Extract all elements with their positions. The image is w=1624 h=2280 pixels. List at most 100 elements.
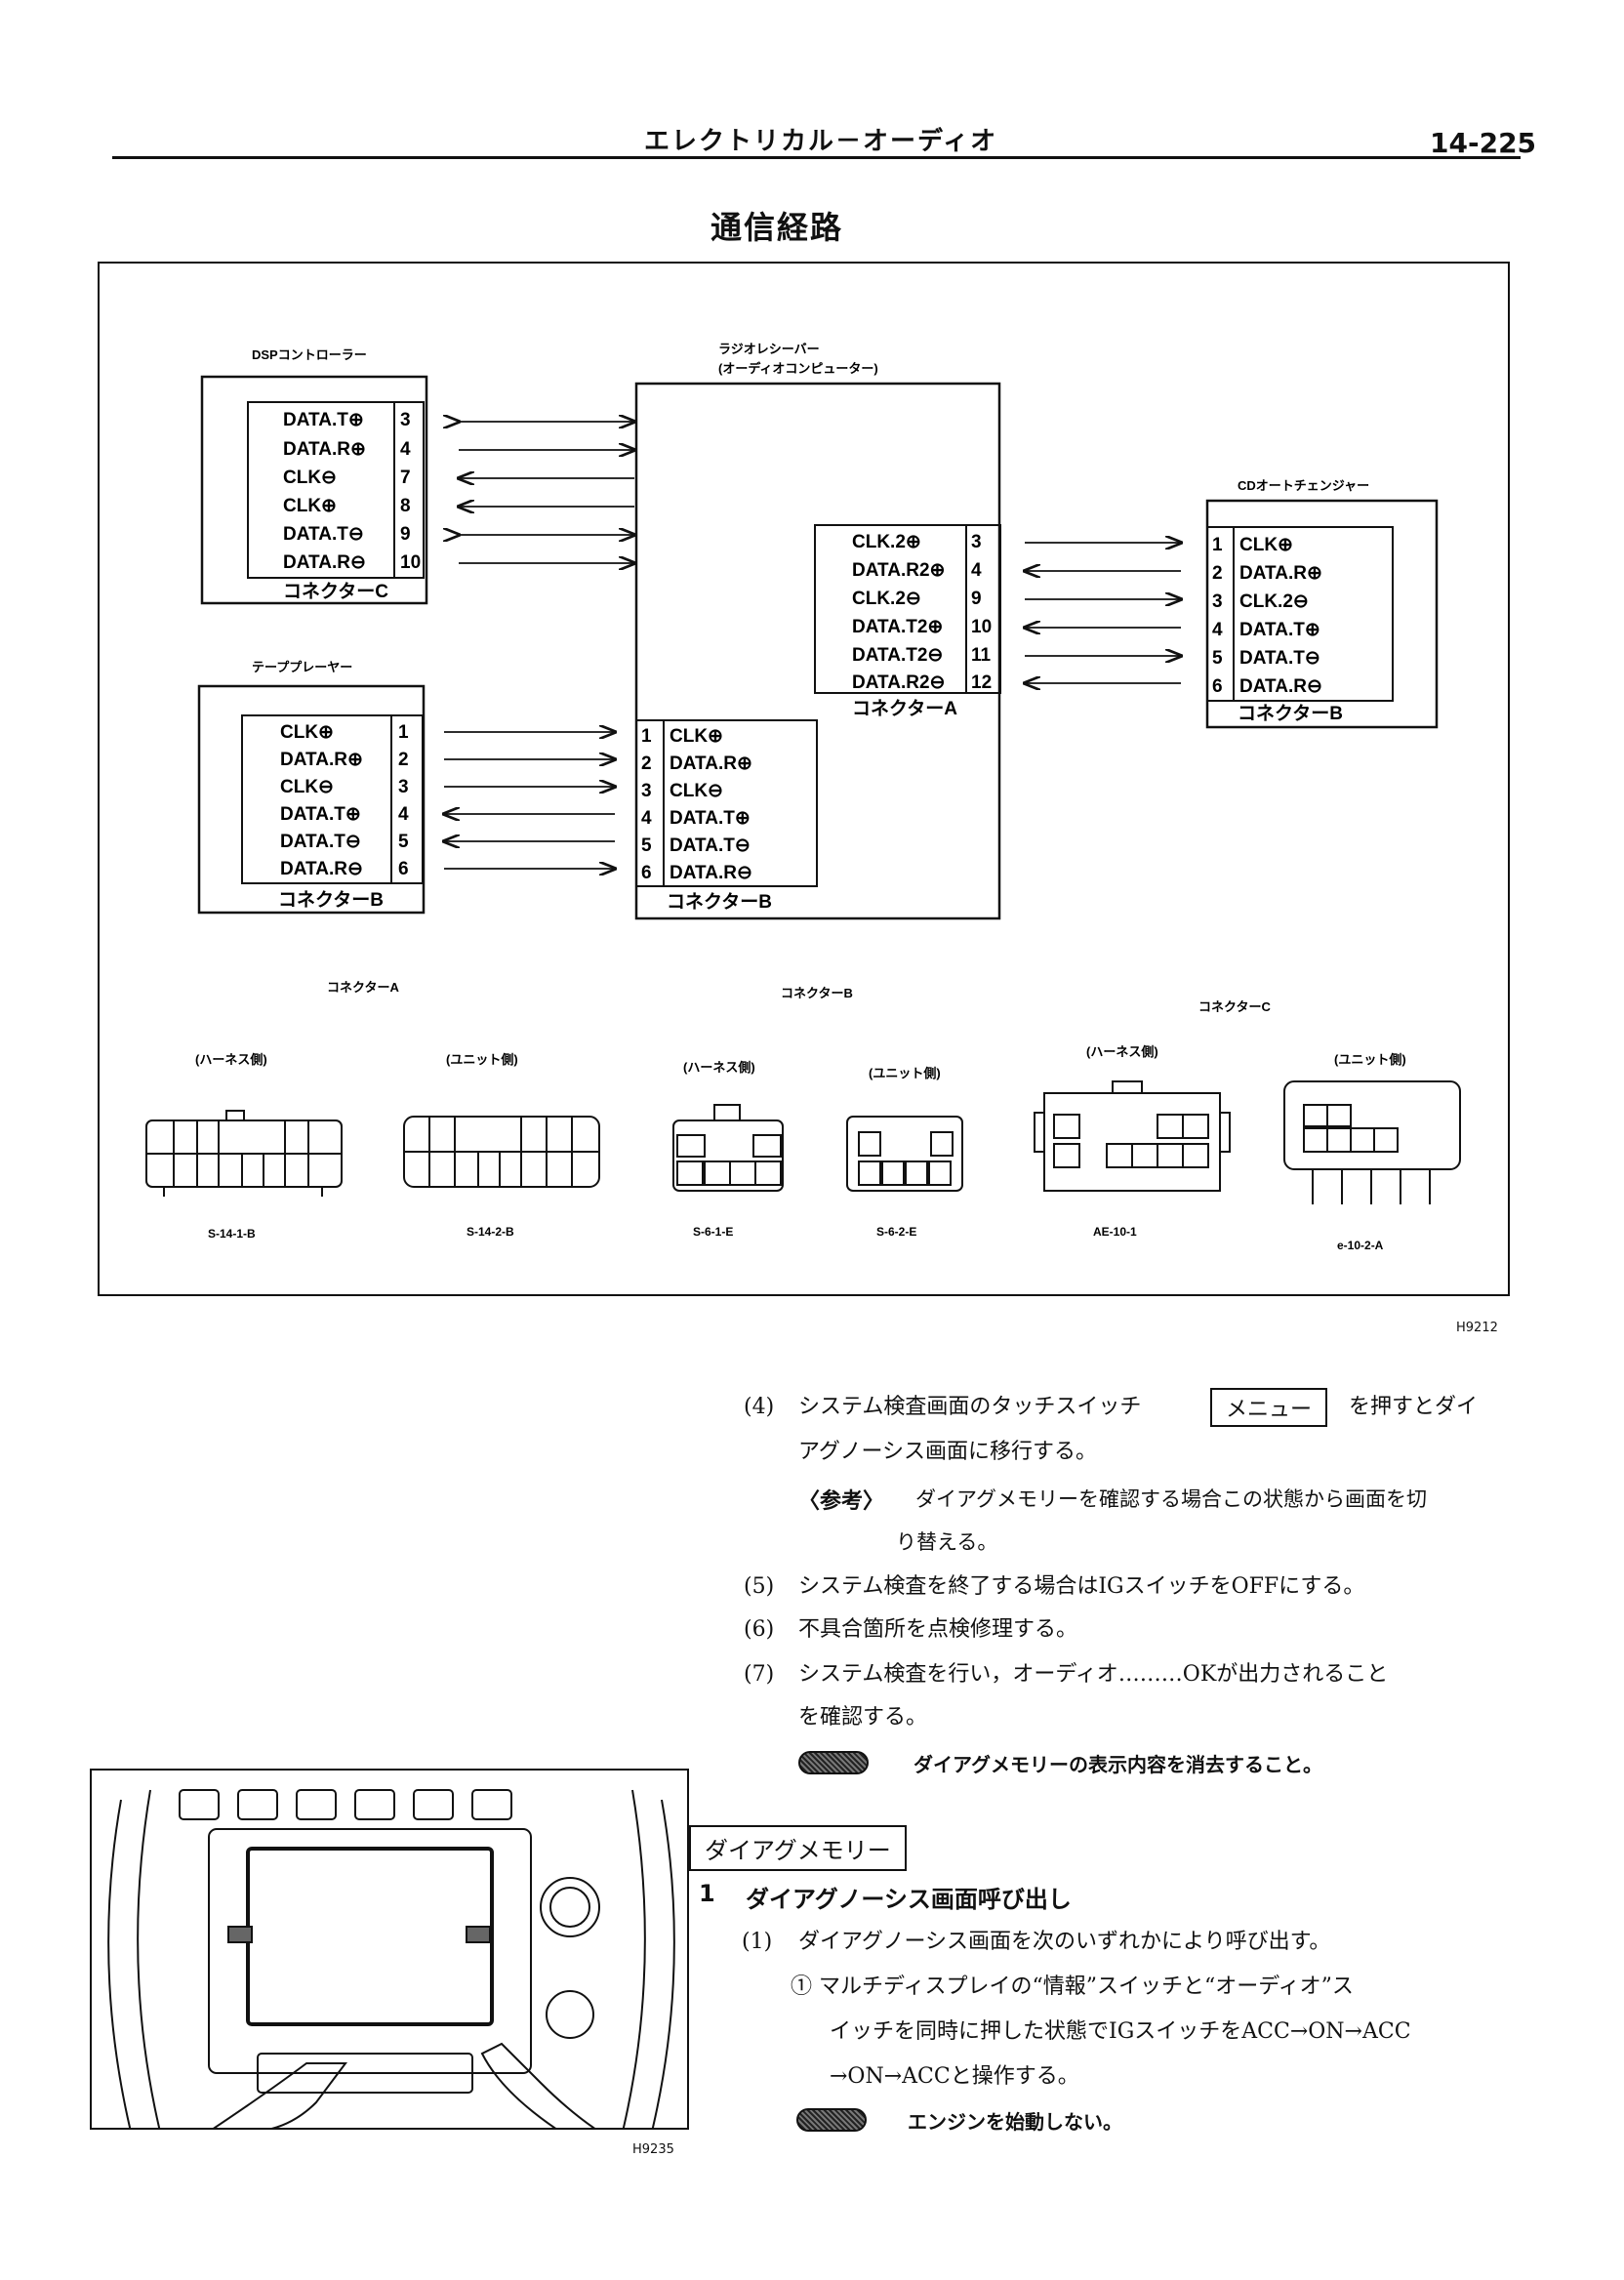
tape-signal: CLK⊕ <box>280 722 334 743</box>
radio-b-pin: 3 <box>641 781 652 801</box>
connector-code: S-14-1-B <box>208 1227 256 1241</box>
radio-b-pin: 1 <box>641 726 652 747</box>
radio-b-signal: DATA.T⊖ <box>670 835 751 856</box>
tape-connector-frame <box>241 714 424 884</box>
dsp-pin: 10 <box>400 552 421 573</box>
menu-touch-switch: メニュー <box>1210 1388 1328 1427</box>
heading-text: ダイアグノーシス画面呼び出し <box>746 1886 1072 1913</box>
cd-connector-frame <box>1206 526 1394 702</box>
heading-number: 1 <box>699 1880 715 1907</box>
tape-pin: 1 <box>398 722 409 743</box>
step-4-number: (4) <box>744 1395 775 1419</box>
connector-code: e-10-2-A <box>1337 1239 1384 1252</box>
para-text: ダイアグノーシス画面を次のいずれかにより呼び出す。 <box>798 1930 1331 1954</box>
step-7-text: を確認する。 <box>798 1705 928 1730</box>
dsp-pin: 4 <box>400 439 411 460</box>
connector-face-s14-2b <box>403 1116 600 1188</box>
radio-b-pin: 6 <box>641 863 652 883</box>
radio-a-pin: 12 <box>971 672 992 693</box>
dsp-signal: DATA.R⊖ <box>283 552 366 573</box>
radio-connector-b <box>635 719 818 887</box>
cd-pin: 1 <box>1212 535 1223 555</box>
radio-title: ラジオレシーバー <box>718 342 820 356</box>
step-5-text: システム検査を終了する場合はIGスイッチをOFFにする。 <box>798 1574 1365 1599</box>
unit-side-label: (ユニット側) <box>869 1066 941 1080</box>
radio-b-signal: DATA.R⊕ <box>670 753 752 774</box>
radio-b-signal: DATA.R⊖ <box>670 863 752 883</box>
header-title: エレクトリカル－オーディオ <box>644 127 998 156</box>
connector-code: S-6-1-E <box>693 1225 733 1239</box>
tape-signal: DATA.R⊖ <box>280 859 363 879</box>
dsp-signal: CLK⊖ <box>283 468 337 488</box>
dsp-pin: 8 <box>400 496 411 516</box>
radio-a-signal: DATA.R2⊕ <box>852 560 945 581</box>
dsp-wires <box>459 422 634 563</box>
cd-pin: 5 <box>1212 648 1223 669</box>
harness-side-label: (ハーネス側) <box>1086 1044 1158 1059</box>
reference-label: 〈参考〉 <box>798 1489 885 1514</box>
step-5-number: (5) <box>744 1574 775 1599</box>
step-6-number: (6) <box>744 1617 775 1642</box>
connector-code: AE-10-1 <box>1093 1225 1137 1239</box>
figure-code: H9212 <box>1456 1321 1498 1335</box>
tape-pin: 6 <box>398 859 409 879</box>
radio-b-pin: 4 <box>641 808 652 829</box>
tape-wires <box>444 732 615 869</box>
cd-signal: DATA.T⊕ <box>1239 620 1320 640</box>
radio-a-signal: DATA.R2⊖ <box>852 672 945 693</box>
connector-face-e-10-2a <box>1283 1080 1461 1204</box>
unit-side-label: (ユニット側) <box>446 1052 518 1067</box>
tape-pin: 3 <box>398 777 409 797</box>
radio-connector-b-label: コネクターB <box>667 891 772 913</box>
cd-signal: DATA.R⊕ <box>1239 563 1322 584</box>
radio-a-pin: 11 <box>971 645 992 666</box>
cd-signal: CLK⊕ <box>1239 535 1293 555</box>
connector-face-s14-1b <box>145 1110 343 1197</box>
wiring-diagram-frame <box>98 262 1510 1296</box>
dsp-signal: CLK⊕ <box>283 496 337 516</box>
tape-title: テーププレーヤー <box>252 660 352 674</box>
cd-title: CDオートチェンジャー <box>1238 478 1369 493</box>
caution-text: エンジンを始動しない。 <box>908 2110 1122 2134</box>
dashboard-drawing <box>107 1789 675 2128</box>
dsp-signal: DATA.T⊕ <box>283 410 364 430</box>
para-number: (1) <box>742 1930 773 1954</box>
caution-badge <box>798 1751 869 1774</box>
connector-code: S-14-2-B <box>467 1225 514 1239</box>
step-7-text: システム検査を行い，オーディオ………OKが出力されること <box>798 1662 1389 1687</box>
step-4-text: アグノーシス画面に移行する。 <box>798 1440 1098 1464</box>
figure-code: H9235 <box>632 2142 674 2157</box>
tape-pin: 4 <box>398 804 409 825</box>
step-4-text: システム検査画面のタッチスイッチ <box>798 1395 1142 1419</box>
caution-badge <box>796 2108 867 2132</box>
radio-b-pin: 2 <box>641 753 652 774</box>
cd-signal: CLK.2⊖ <box>1239 591 1309 612</box>
dsp-box <box>200 375 428 605</box>
radio-a-signal: DATA.T2⊕ <box>852 617 943 637</box>
radio-a-signal: CLK.2⊖ <box>852 589 921 609</box>
cd-pin: 4 <box>1212 620 1223 640</box>
cd-wires <box>1025 543 1181 683</box>
cd-pin: 2 <box>1212 563 1223 584</box>
unit-side-label: (ユニット側) <box>1334 1052 1406 1067</box>
radio-subtitle: (オーディオコンピューター) <box>718 361 878 376</box>
radio-a-pin: 10 <box>971 617 992 637</box>
dsp-pin: 9 <box>400 524 411 545</box>
connector-face-s6-2e <box>846 1116 963 1192</box>
connector-face-s6-1e <box>672 1104 784 1192</box>
header-rule <box>112 156 1521 159</box>
radio-a-signal: DATA.T2⊖ <box>852 645 943 666</box>
reference-text: り替える。 <box>896 1530 998 1554</box>
dsp-title: DSPコントローラー <box>252 347 367 362</box>
cd-signal: DATA.T⊖ <box>1239 648 1320 669</box>
page-number: 14-225 <box>1430 127 1537 159</box>
step-6-text: 不具合箇所を点検修理する。 <box>798 1617 1078 1642</box>
radio-a-pin: 9 <box>971 589 982 609</box>
section-title: 通信経路 <box>710 209 844 246</box>
radio-b-signal: DATA.T⊕ <box>670 808 751 829</box>
tape-pin: 5 <box>398 832 409 852</box>
connector-code: S-6-2-E <box>876 1225 916 1239</box>
radio-b-signal: CLK⊖ <box>670 781 723 801</box>
radio-connector-a-label: コネクターA <box>852 698 957 719</box>
tape-connector-label: コネクターB <box>278 889 384 911</box>
